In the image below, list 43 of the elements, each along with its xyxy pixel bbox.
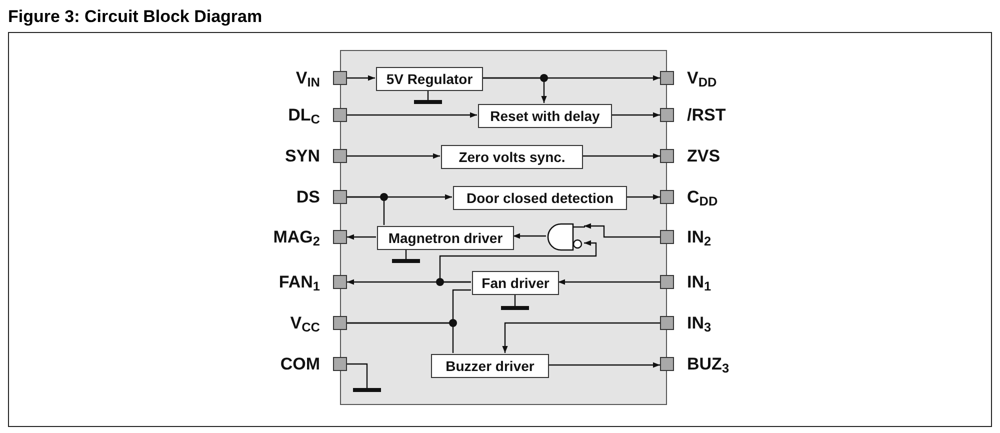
connector-line [347,234,376,240]
pin-label: V$_{DD}$ [687,70,717,86]
connector-line [347,75,375,81]
pin-label: C$_{DD}$ [687,188,718,206]
connector-line [582,153,660,159]
connector-line [347,196,385,225]
connector-line [347,363,368,389]
function-block: Fan driver [472,271,559,295]
chip-outline [340,50,667,405]
connector-line [482,77,547,103]
connector-line [584,223,660,238]
pin-label: IN$_{3}$ [687,314,712,332]
function-block: Magnetron driver [377,226,514,250]
pin-label: DS [296,188,320,206]
connector-line [502,322,660,353]
pin-label: COM [280,356,320,372]
pin-label: V$_{IN}$ [296,70,320,86]
connector-line [548,362,660,368]
connector-line [626,194,660,200]
nand-gate-symbol [547,223,585,251]
function-block: 5V Regulator [376,67,483,91]
function-block: Reset with delay [478,104,612,128]
figure-title: Figure 3: Circuit Block Diagram [8,6,262,28]
connector-line [347,112,477,118]
connector-line [347,279,471,285]
connector-line [558,279,660,285]
pin-label: BUZ$_{3}$ [687,356,730,372]
connector-line [611,112,660,118]
function-block: Door closed detection [453,186,627,210]
connector-line [347,322,454,353]
connector-line [347,153,440,159]
pin-label: V$_{CC}$ [290,314,320,332]
pin-label: MAG$_{2}$ [273,228,320,246]
function-block: Zero volts sync. [441,145,583,169]
pin-label: SYN [285,148,320,164]
pin-label: DL$_{C}$ [288,106,320,124]
pin-label: ZVS [687,148,720,164]
connector-line [513,233,546,239]
pin-label: FAN$_{1}$ [278,274,320,290]
pin-label: /RST [687,106,726,124]
pin-label: IN$_{1}$ [687,274,712,290]
pin-label: IN$_{2}$ [687,228,712,246]
function-block: Buzzer driver [431,354,549,378]
